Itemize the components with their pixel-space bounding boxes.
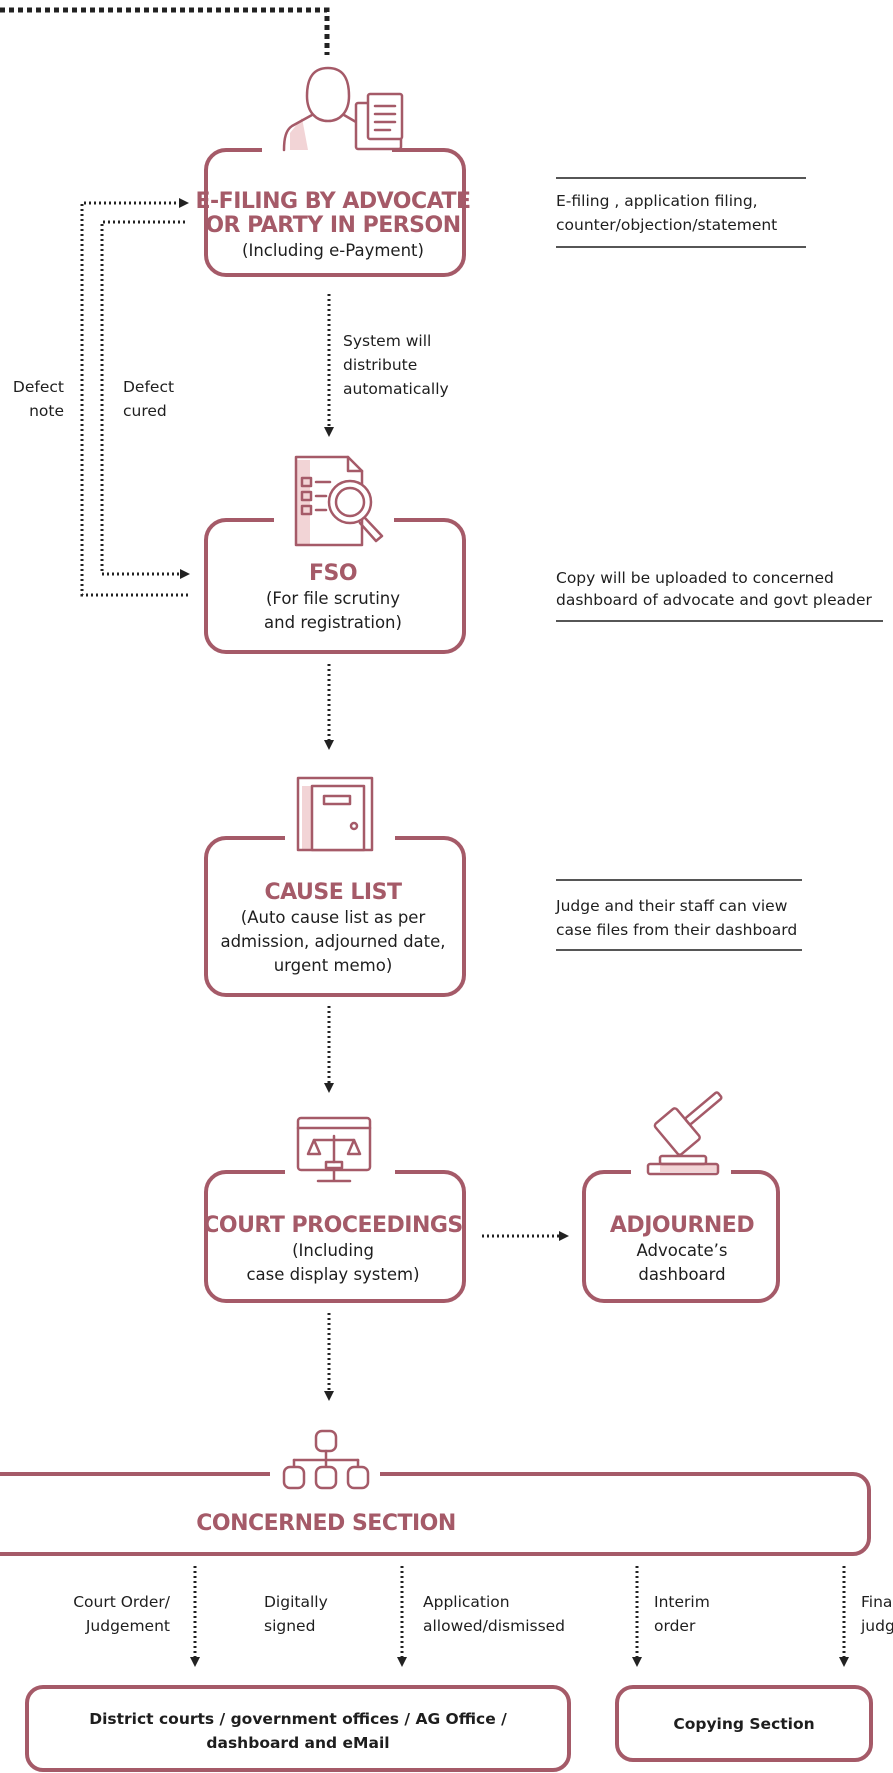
cause-list-title: CAUSE LIST: [265, 880, 402, 905]
concerned-section-title: CONCERNED SECTION: [196, 1511, 456, 1536]
cause-note-line1: Judge and their staff can view: [555, 897, 788, 915]
efiling-note-line2: counter/objection/statement: [556, 216, 777, 234]
efiling-note-line1: E-filing , application filing,: [556, 192, 758, 210]
final-line1: Fina: [861, 1593, 892, 1611]
copying-section-box: [615, 1685, 873, 1762]
interim-line1: Interim: [654, 1593, 710, 1611]
district-courts-line2: dashboard and eMail: [206, 1734, 389, 1752]
cause-list-sub-line2: admission, adjourned date,: [220, 932, 445, 951]
system-distribute-line2: distribute: [343, 356, 417, 374]
court-order-line2: Judgement: [85, 1617, 170, 1635]
door-icon: [296, 776, 374, 852]
efiling-title-line1: E-FILING BY ADVOCATE: [196, 189, 471, 214]
top-dotted-line: [0, 7, 330, 55]
org-chart-icon: [282, 1429, 370, 1490]
defect-cured-line: [100, 220, 190, 579]
court-order-line1: Court Order/: [73, 1593, 171, 1611]
system-distribute-line3: automatically: [343, 380, 449, 398]
cause-list-sub-line1: (Auto cause list as per: [241, 908, 426, 927]
cause-list-sub-line3: urgent memo): [274, 956, 393, 975]
fso-title: FSO: [309, 561, 357, 586]
court-proceedings-title: COURT PROCEEDINGS: [203, 1213, 463, 1238]
adjourned-title: ADJOURNED: [610, 1213, 754, 1238]
fso-note-line1: Copy will be uploaded to concerned: [556, 569, 834, 587]
fso-subtitle-line1: (For file scrutiny: [266, 589, 400, 608]
defect-cured-line2: cured: [123, 402, 167, 420]
district-courts-box: [25, 1685, 571, 1772]
court-monitor-icon: [296, 1116, 372, 1183]
fso-subtitle-line2: and registration): [264, 613, 402, 632]
court-proceedings-sub-line1: (Including: [292, 1241, 374, 1260]
fso-note-line2: dashboard of advocate and govt pleader: [556, 591, 872, 609]
application-line2: allowed/dismissed: [423, 1617, 565, 1635]
efiling-subtitle: (Including e-Payment): [242, 241, 424, 260]
court-proceedings-sub-line2: case display system): [246, 1265, 419, 1284]
gavel-icon: [646, 1091, 723, 1176]
defect-note-line1: Defect: [13, 378, 64, 396]
copying-section-label: Copying Section: [673, 1715, 814, 1733]
adjourned-sub-line1: Advocate’s: [637, 1241, 728, 1260]
defect-note-line2: note: [29, 402, 64, 420]
district-courts-line1: District courts / government offices / A…: [89, 1710, 507, 1728]
fso-box: [204, 518, 466, 654]
digitally-signed-line2: signed: [264, 1617, 315, 1635]
digitally-signed-line1: Digitally: [264, 1593, 328, 1611]
interim-line2: order: [654, 1617, 696, 1635]
system-distribute-line1: System will: [343, 332, 431, 350]
defect-note-line: [80, 198, 189, 597]
document-search-icon: [294, 455, 384, 547]
concerned-section-box: [0, 1472, 871, 1556]
defect-cured-line1: Defect: [123, 378, 174, 396]
cause-note-line2: case files from their dashboard: [556, 921, 797, 939]
user-document-icon: [282, 66, 404, 152]
adjourned-sub-line2: dashboard: [638, 1265, 725, 1284]
efiling-title-line2: OR PARTY IN PERSON: [205, 213, 460, 238]
final-line2: judg: [860, 1617, 893, 1635]
application-line1: Application: [423, 1593, 510, 1611]
